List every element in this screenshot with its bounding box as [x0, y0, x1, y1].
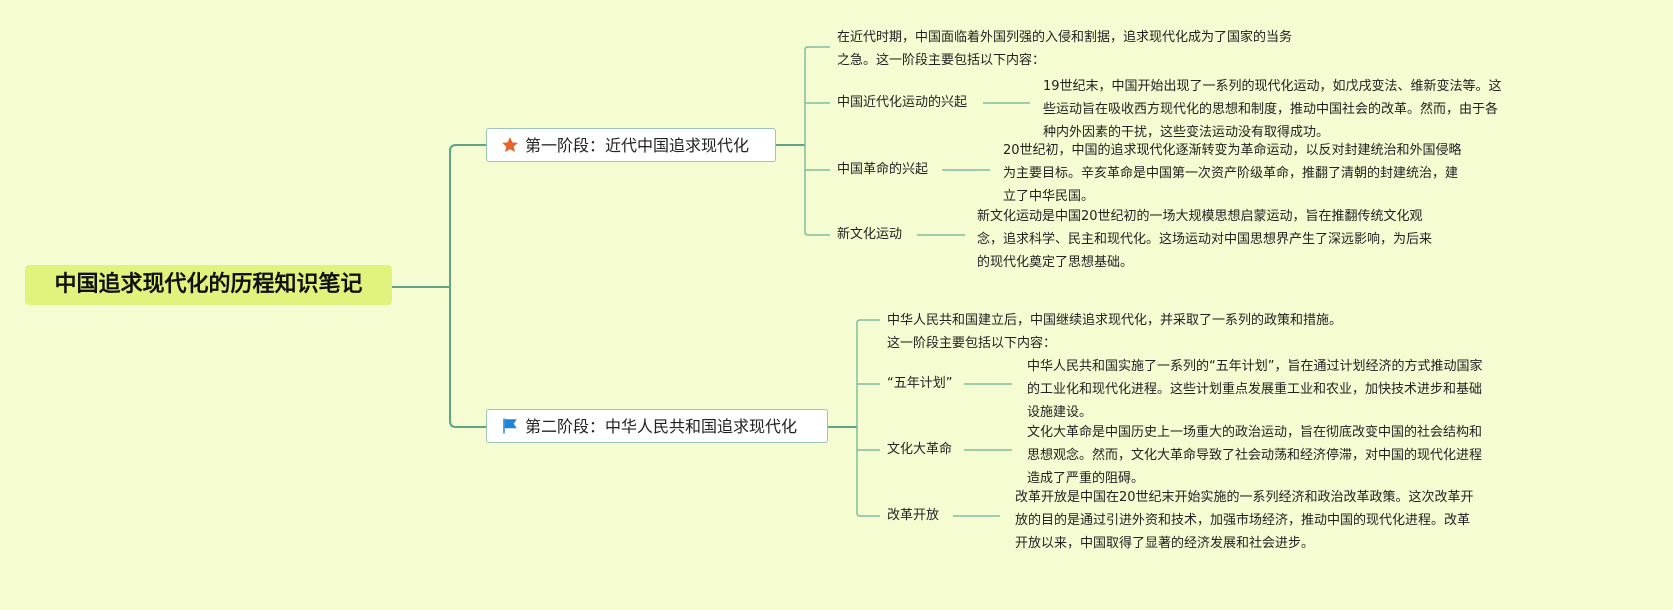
- desc-line: 念，追求科学、民主和现代化。这场运动对中国思想界产生了深远影响，为后来: [977, 232, 1433, 247]
- intro-line: 中华人民共和国建立后，中国继续追求现代化，并采取了一系列的政策和措施。: [887, 313, 1343, 328]
- intro-line: 这一阶段主要包括以下内容：: [887, 336, 1057, 351]
- desc-line: 些运动旨在吸收西方现代化的思想和制度，推动中国社会的改革。然而，由于各: [1043, 102, 1499, 117]
- topic-label[interactable]: “五年计划”: [887, 376, 953, 391]
- topic-label[interactable]: 文化大革命: [887, 442, 953, 457]
- desc-line: 立了中华民国。: [1003, 189, 1095, 204]
- stage2-topic-connector: [856, 319, 880, 517]
- desc-line: 改革开放是中国在20世纪末开始实施的一系列经济和政治改革政策。这次改革开: [1015, 490, 1474, 505]
- stage2-topic-ticks: [857, 383, 880, 451]
- star-icon: [501, 132, 521, 166]
- stage1-topic-connector: [804, 46, 830, 236]
- desc-line: 放的目的是通过引进外资和技术，加强市场经济，推动中国的现代化进程。改革: [1015, 513, 1471, 528]
- intro-line: 之急。这一阶段主要包括以下内容：: [837, 53, 1046, 68]
- stage-2-intro[interactable]: 中华人民共和国建立后，中国继续追求现代化，并采取了一系列的政策和措施。 这一阶段…: [887, 309, 1342, 355]
- root-title: 中国追求现代化的历程知识笔记: [54, 272, 363, 297]
- desc-line: 设施建设。: [1027, 405, 1093, 420]
- stage-branch-connector: [449, 144, 486, 428]
- desc-line: 文化大革命是中国历史上一场重大的政治运动，旨在彻底改变中国的社会结构和: [1027, 425, 1483, 440]
- flag-icon: [501, 413, 521, 447]
- stage2-desc-connectors: [953, 383, 1012, 517]
- desc-line: 中华人民共和国实施了一系列的“五年计划”，旨在通过计划经济的方式推动国家: [1027, 359, 1483, 374]
- topic-label[interactable]: 新文化运动: [837, 227, 903, 242]
- topic-description[interactable]: 文化大革命是中国历史上一场重大的政治运动，旨在彻底改变中国的社会结构和 思想观念…: [1027, 421, 1482, 490]
- topic-description[interactable]: 中华人民共和国实施了一系列的“五年计划”，旨在通过计划经济的方式推动国家 的工业…: [1027, 355, 1482, 424]
- desc-line: 的工业化和现代化进程。这些计划重点发展重工业和农业，加快技术进步和基础: [1027, 382, 1483, 397]
- stage-1-topic[interactable]: 第一阶段：近代中国追求现代化: [486, 128, 776, 162]
- desc-line: 思想观念。然而，文化大革命导致了社会动荡和经济停滞，对中国的现代化进程: [1027, 448, 1483, 463]
- topic-description[interactable]: 新文化运动是中国20世纪初的一场大规模思想启蒙运动，旨在推翻传统文化观 念，追求…: [977, 205, 1432, 274]
- topic-description[interactable]: 改革开放是中国在20世纪末开始实施的一系列经济和政治改革政策。这次改革开 放的目…: [1015, 486, 1474, 555]
- desc-line: 新文化运动是中国20世纪初的一场大规模思想启蒙运动，旨在推翻传统文化观: [977, 209, 1423, 224]
- topic-description[interactable]: 19世纪末，中国开始出现了一系列的现代化运动，如戊戌变法、维新变法等。这 些运动…: [1043, 75, 1502, 144]
- stage-1-intro[interactable]: 在近代时期，中国面临着外国列强的入侵和割据，追求现代化成为了国家的当务 之急。这…: [837, 26, 1292, 72]
- desc-line: 20世纪初，中国的追求现代化逐渐转变为革命运动，以反对封建统治和外国侵略: [1003, 143, 1462, 158]
- desc-line: 为主要目标。辛亥革命是中国第一次资产阶级革命，推翻了清朝的封建统治，建: [1003, 166, 1459, 181]
- desc-line: 开放以来，中国取得了显著的经济发展和社会进步。: [1015, 536, 1315, 551]
- desc-line: 的现代化奠定了思想基础。: [977, 255, 1134, 270]
- stage-2-topic[interactable]: 第二阶段：中华人民共和国追求现代化: [486, 409, 828, 443]
- stage-1-title: 第一阶段：近代中国追求现代化: [525, 136, 750, 155]
- root-topic[interactable]: 中国追求现代化的历程知识笔记: [25, 265, 392, 305]
- topic-description[interactable]: 20世纪初，中国的追求现代化逐渐转变为革命运动，以反对封建统治和外国侵略 为主要…: [1003, 139, 1462, 208]
- stage1-topic-ticks: [805, 102, 830, 171]
- desc-line: 造成了严重的阻碍。: [1027, 471, 1145, 486]
- intro-line: 在近代时期，中国面临着外国列强的入侵和割据，追求现代化成为了国家的当务: [837, 30, 1293, 45]
- topic-label[interactable]: 改革开放: [887, 508, 940, 523]
- stage-2-title: 第二阶段：中华人民共和国追求现代化: [525, 417, 798, 436]
- stage1-desc-connectors: [917, 102, 1030, 236]
- desc-line: 种内外因素的干扰，这些变法运动没有取得成功。: [1043, 125, 1330, 140]
- topic-label[interactable]: 中国近代化运动的兴起: [837, 95, 968, 110]
- topic-label[interactable]: 中国革命的兴起: [837, 162, 929, 177]
- desc-line: 19世纪末，中国开始出现了一系列的现代化运动，如戊戌变法、维新变法等。这: [1043, 79, 1502, 94]
